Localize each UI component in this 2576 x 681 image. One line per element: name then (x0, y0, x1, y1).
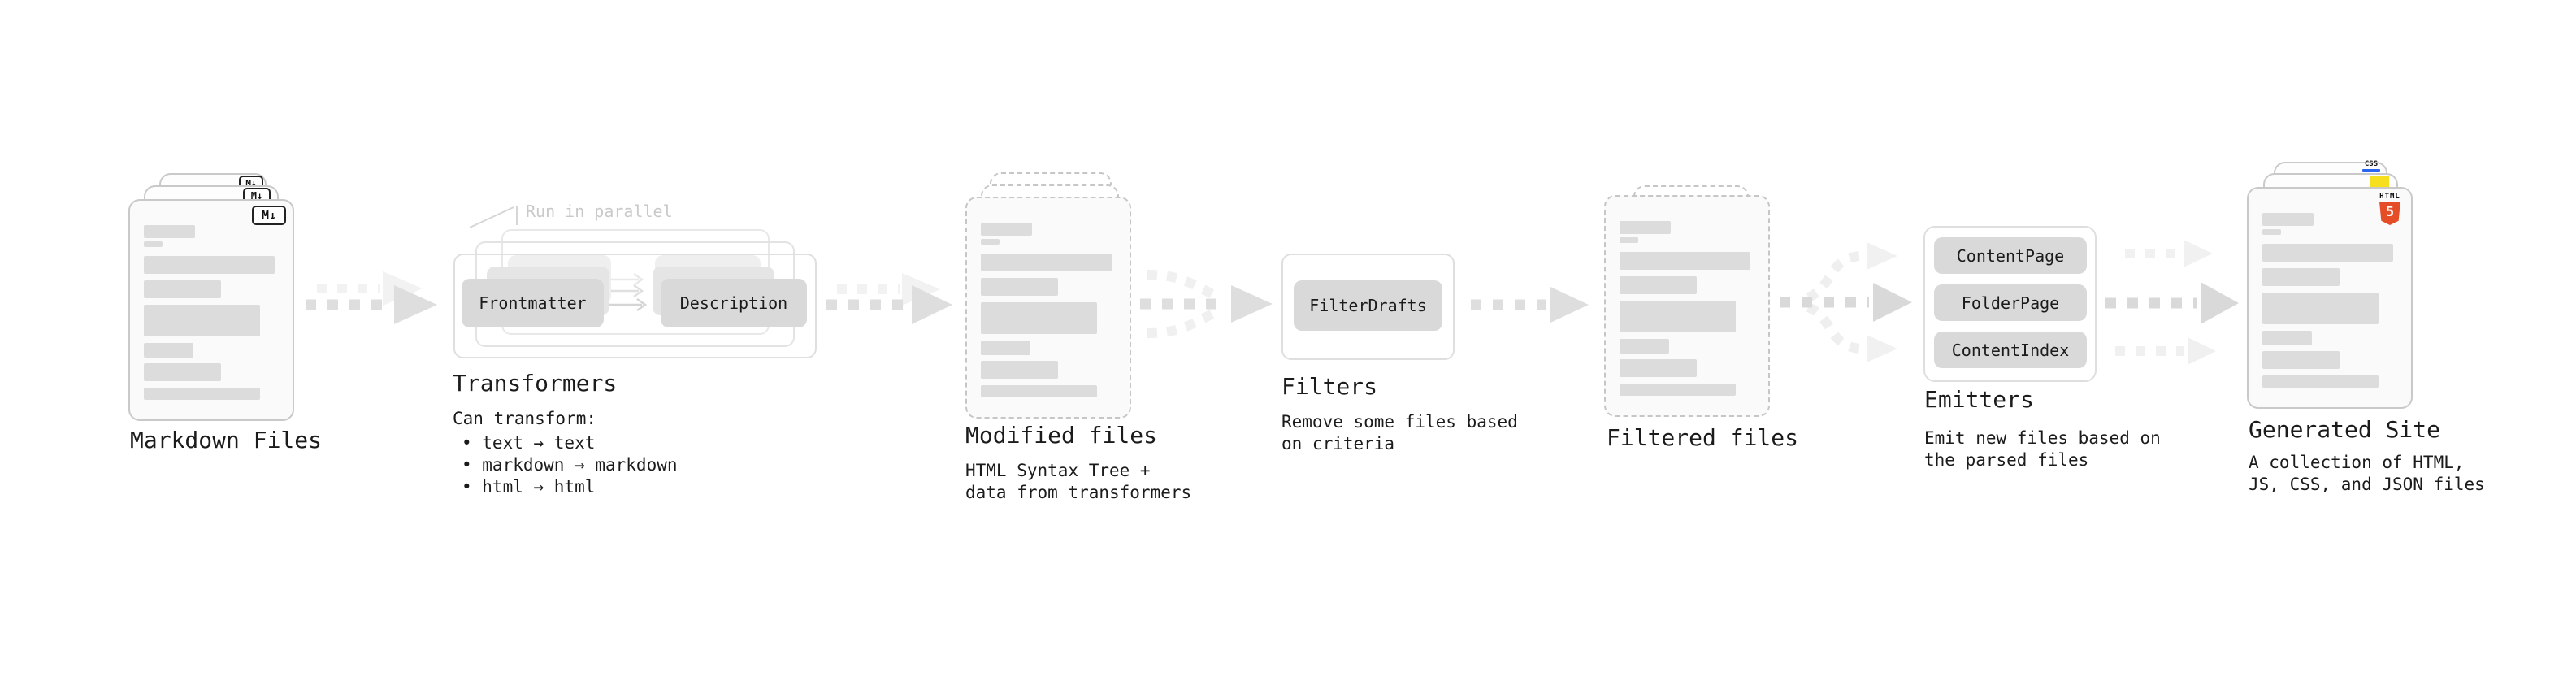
transformers-bullet: • html → html (462, 477, 596, 497)
css-icon-label: CSS (2364, 160, 2379, 168)
generated-file-front: HTML 5 (2247, 187, 2413, 409)
node-frontmatter: Frontmatter (462, 279, 604, 327)
node-contentindex: ContentIndex (1934, 332, 2087, 368)
filters-frame (1281, 254, 1455, 360)
arrow-modified-to-filters (1140, 270, 1273, 338)
html5-icon-label: HTML (2379, 193, 2400, 201)
run-in-parallel-note: Run in parallel (526, 202, 673, 221)
emitters-frame (1923, 226, 2097, 382)
html5-icon-shield: 5 (2379, 202, 2400, 225)
stage-title-modified-files: Modified files (965, 422, 1158, 449)
arrow-markdown-to-transformers (306, 271, 437, 324)
transformers-bullet: • markdown → markdown (462, 455, 678, 475)
arrow-filtered-to-emitters (1780, 242, 1912, 362)
arrow-filters-to-filtered (1471, 287, 1589, 323)
stage-title-filtered-files: Filtered files (1607, 424, 1799, 451)
modified-description: data from transformers (965, 483, 1192, 502)
document-content-lines (2262, 213, 2397, 388)
node-filterdrafts: FilterDrafts (1294, 280, 1442, 331)
filters-description: on criteria (1281, 434, 1395, 453)
stage-title-emitters: Emitters (1924, 386, 2034, 413)
stage-title-markdown-files: Markdown Files (130, 427, 323, 453)
parallel-arrows-icon (609, 272, 648, 312)
emitters-description: Emit new files based on (1924, 428, 2161, 448)
node-folderpage: FolderPage (1934, 284, 2087, 321)
document-content-lines (1620, 221, 1754, 396)
filtered-file-front (1604, 195, 1770, 417)
css-icon-bar (2362, 169, 2380, 172)
markdown-icon: M↓ (252, 206, 286, 225)
markdown-file-front: M↓ (128, 199, 294, 421)
emitters-description: the parsed files (1924, 450, 2089, 470)
document-content-lines (981, 223, 1116, 397)
html5-icon: HTML 5 (2377, 193, 2403, 225)
generated-description: JS, CSS, and JSON files (2249, 475, 2485, 494)
transformers-bullet: • text → text (462, 433, 596, 453)
arrow-transformers-to-modified (826, 273, 952, 324)
html5-icon-number: 5 (2385, 204, 2395, 220)
node-contentpage: ContentPage (1934, 237, 2087, 274)
transformers-description: Can transform: (453, 409, 597, 428)
modified-file-front (965, 197, 1131, 419)
modified-description: HTML Syntax Tree + (965, 461, 1151, 480)
run-in-parallel-callout-line (469, 206, 518, 228)
arrow-emitters-to-generated (2105, 240, 2239, 365)
css-icon: CSS (2361, 160, 2381, 172)
node-description: Description (661, 279, 807, 327)
stage-title-generated-site: Generated Site (2249, 416, 2441, 443)
generated-description: A collection of HTML, (2249, 453, 2465, 472)
stage-title-filters: Filters (1281, 373, 1378, 400)
stage-title-transformers: Transformers (453, 370, 618, 397)
document-content-lines (144, 225, 279, 400)
transformers-frame-front (453, 254, 817, 358)
filters-description: Remove some files based (1281, 412, 1518, 432)
